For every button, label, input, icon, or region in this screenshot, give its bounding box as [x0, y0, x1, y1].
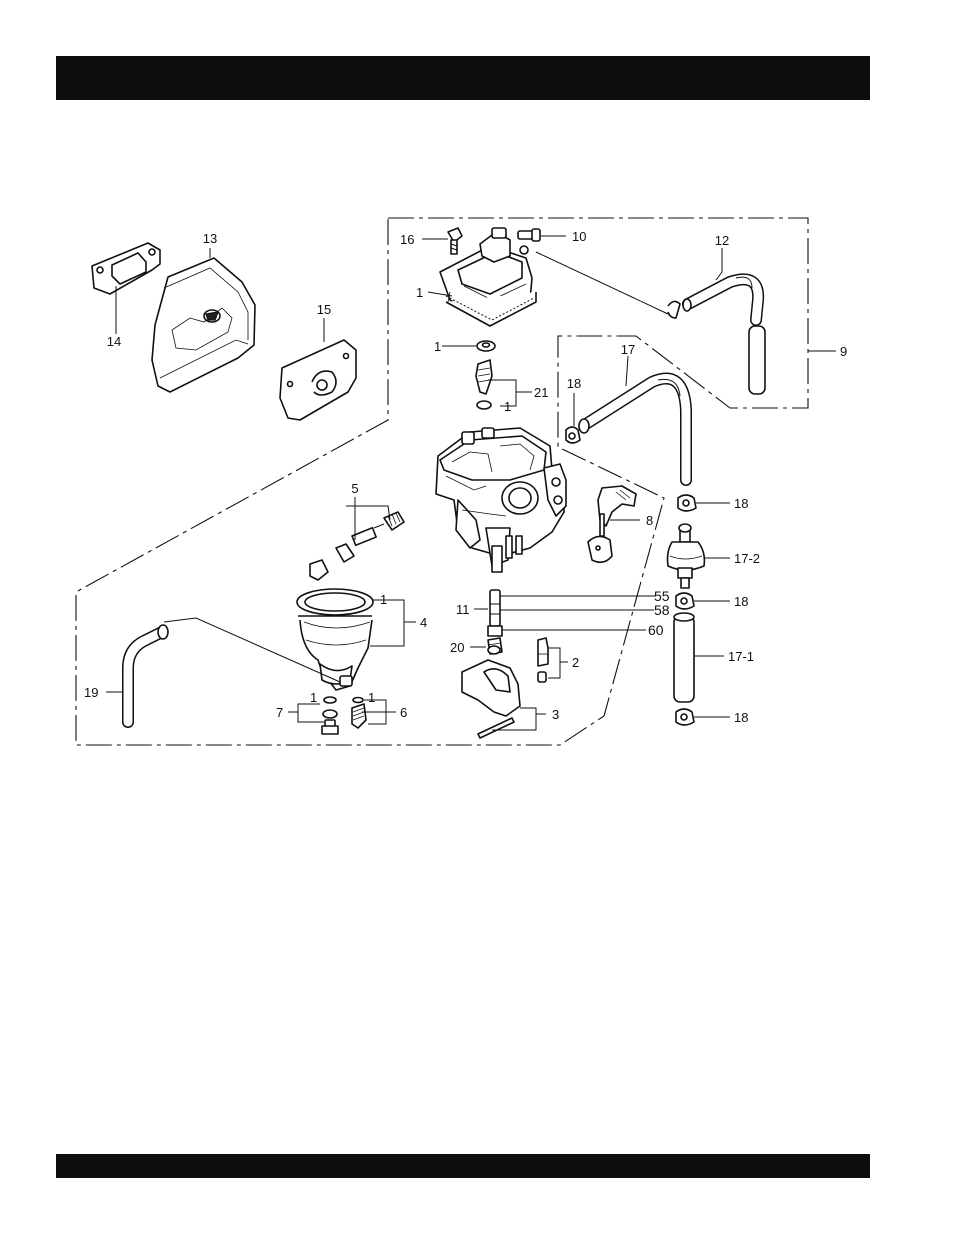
label-1-washer: 1 — [434, 339, 441, 354]
label-58: 58 — [654, 602, 670, 618]
label-1-cover-gasket: 1 — [416, 285, 423, 300]
part-hose-19 — [128, 625, 168, 722]
label-14: 14 — [107, 334, 121, 349]
label-3: 3 — [552, 707, 559, 722]
part-hose-17 — [579, 379, 686, 481]
part-drain-bolt-7 — [322, 697, 338, 734]
label-1-bowl-gasket: 1 — [380, 592, 387, 607]
label-13: 13 — [203, 231, 217, 246]
part-tube-17-1 — [674, 613, 694, 702]
label-7: 7 — [276, 705, 283, 720]
label-6: 6 — [400, 705, 407, 720]
part-drain-screw-6 — [352, 698, 366, 729]
part-screw-16 — [448, 228, 462, 254]
part-clamp-18-a — [566, 427, 580, 443]
part-float-valve-2 — [538, 638, 548, 682]
label-17-1: 17-1 — [728, 649, 754, 664]
label-4: 4 — [420, 615, 427, 630]
part-pilot-screw-5 — [310, 512, 404, 580]
label-17: 17 — [621, 342, 635, 357]
part-clip-cover — [668, 301, 680, 318]
label-18-bottom: 18 — [734, 710, 748, 725]
label-1-drain-washer-left: 1 — [310, 690, 317, 705]
label-19: 19 — [84, 685, 98, 700]
label-2: 2 — [572, 655, 579, 670]
part-hose-12 — [683, 277, 765, 394]
part-washer-1 — [477, 341, 495, 351]
label-11: 11 — [456, 602, 470, 617]
label-18-upper: 18 — [734, 496, 748, 511]
part-main-nozzle-11 — [488, 590, 502, 636]
label-8: 8 — [646, 513, 653, 528]
part-gasket-14 — [92, 243, 160, 294]
label-12: 12 — [715, 233, 729, 248]
part-clamp-18-b — [678, 495, 696, 511]
part-clamp-18-c — [676, 593, 694, 609]
part-carburetor-body — [436, 428, 566, 572]
part-float-3 — [462, 646, 520, 738]
label-1-drain-washer-right: 1 — [368, 690, 375, 705]
part-heat-shield-13 — [152, 258, 255, 392]
label-16: 16 — [400, 232, 414, 247]
label-5: 5 — [351, 481, 358, 496]
label-15: 15 — [317, 302, 331, 317]
label-10: 10 — [572, 229, 586, 244]
part-float-bowl-4 — [297, 589, 373, 690]
part-choke-lever-8 — [588, 486, 636, 562]
label-60: 60 — [648, 622, 664, 638]
label-18-mid: 18 — [734, 594, 748, 609]
label-18-top: 18 — [567, 376, 581, 391]
part-needle-21 — [476, 360, 492, 409]
label-1-needle-ring: 1 — [504, 399, 511, 414]
label-20: 20 — [450, 640, 464, 655]
part-clamp-18-d — [676, 709, 694, 725]
part-screw-10 — [518, 229, 540, 241]
label-9: 9 — [840, 344, 847, 359]
part-fuel-filter-17-2 — [668, 524, 705, 588]
label-21: 21 — [534, 385, 548, 400]
part-plate-15 — [280, 340, 356, 420]
label-17-2: 17-2 — [734, 551, 760, 566]
